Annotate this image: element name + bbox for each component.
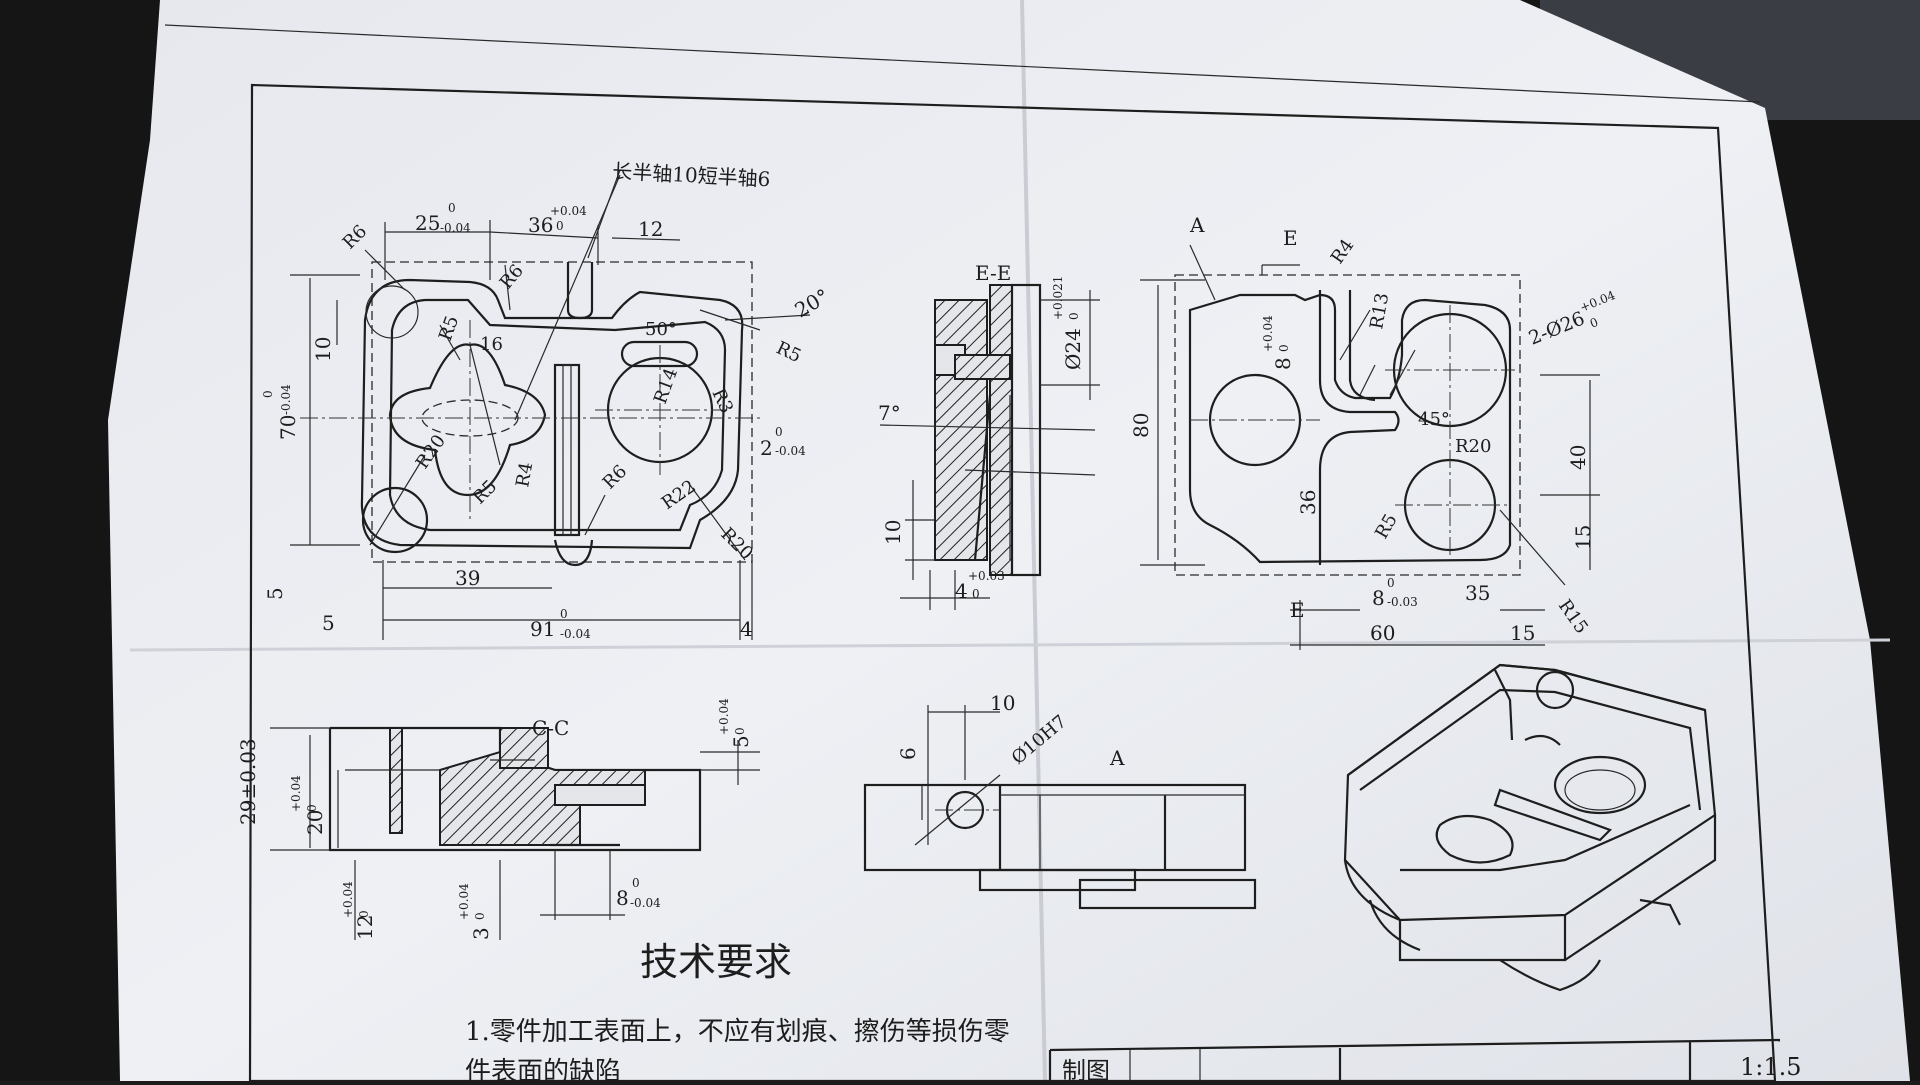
dim-ee-4-tol-low: 0 bbox=[972, 587, 980, 601]
dim-10-a: 10 bbox=[990, 691, 1015, 715]
dim-ee-10: 10 bbox=[881, 520, 905, 545]
dim-36-tol-low: 0 bbox=[556, 219, 564, 233]
dim-8-b-tol-low: 0 bbox=[1277, 344, 1291, 352]
bottom-label-e-bottom: E bbox=[1290, 598, 1305, 622]
dim-angle-50: 50° bbox=[645, 319, 677, 340]
section-ee-title: E-E bbox=[975, 261, 1011, 285]
bottom-label-e-top: E bbox=[1283, 226, 1298, 250]
dim-5-b: 5 bbox=[322, 611, 335, 635]
dim-ee-4: 4 bbox=[955, 579, 968, 603]
dim-6-a: 6 bbox=[896, 747, 920, 760]
dim-15-v: 15 bbox=[1571, 525, 1595, 550]
dim-60: 60 bbox=[1370, 621, 1395, 645]
dim-15-h: 15 bbox=[1510, 621, 1535, 645]
dim-2-tol-low: -0.04 bbox=[775, 444, 806, 458]
bottom-view bbox=[1140, 244, 1600, 650]
bottom-label-a: A bbox=[1189, 213, 1205, 237]
plan-view bbox=[290, 169, 811, 640]
dim-36-b: 36 bbox=[1296, 490, 1320, 515]
dim-70-tol-up: 0 bbox=[261, 390, 275, 398]
dim-12-c-tol-low: 0 bbox=[357, 910, 371, 918]
dim-4: 4 bbox=[740, 617, 753, 641]
dim-20: 20 bbox=[303, 810, 327, 835]
dim-40: 40 bbox=[1566, 445, 1590, 470]
dim-5-c: 5 bbox=[729, 735, 753, 748]
tech-req-item-1: 1.零件加工表面上，不应有划痕、擦伤等损伤零 bbox=[465, 1017, 1010, 1047]
dim-35: 35 bbox=[1465, 581, 1490, 605]
dim-8-b-tol-up: +0.04 bbox=[1261, 315, 1275, 352]
dim-20-tol-up: +0.04 bbox=[289, 775, 303, 812]
dim-36: 36 bbox=[528, 213, 553, 237]
fold-crease bbox=[1020, 0, 1047, 1082]
dim-29: 29±0.03 bbox=[236, 738, 260, 825]
dim-ee-4-tol-up: +0.03 bbox=[968, 569, 1005, 583]
dim-5-a: 5 bbox=[263, 587, 287, 600]
title-block-scale: 1:1.5 bbox=[1740, 1053, 1802, 1081]
dim-91-tol-low: -0.04 bbox=[560, 627, 591, 641]
dim-3-c-tol-low: 0 bbox=[473, 912, 487, 920]
dim-angle-7: 7° bbox=[878, 401, 901, 425]
dim-16: 16 bbox=[480, 334, 503, 355]
title-block-drawn-by: 制图 bbox=[1062, 1057, 1110, 1081]
dim-91-tol-up: 0 bbox=[560, 607, 568, 621]
tech-req-item-1-cont: 件表面的缺陷 bbox=[465, 1057, 621, 1081]
dim-2-tol-up: 0 bbox=[775, 425, 783, 439]
dim-5-c-tol-low: 0 bbox=[733, 727, 747, 735]
dim-10: 10 bbox=[311, 337, 335, 362]
dim-3-c: 3 bbox=[469, 927, 493, 940]
outer-border-top bbox=[164, 24, 1761, 103]
dim-25: 25 bbox=[415, 211, 440, 235]
dim-91: 91 bbox=[530, 617, 555, 641]
dim-8-d: 8 bbox=[616, 886, 629, 910]
dim-d24-tol-up: +0.021 bbox=[1051, 276, 1065, 320]
dim-12-c-tol-up: +0.04 bbox=[341, 881, 355, 918]
dim-r4: R4 bbox=[512, 461, 537, 489]
dim-2: 2 bbox=[760, 436, 773, 460]
dim-r20-c: R20 bbox=[1455, 436, 1491, 457]
dim-angle-45: 45° bbox=[1418, 409, 1450, 430]
view-a bbox=[863, 705, 1257, 910]
dim-25-tol-low: -0.04 bbox=[440, 221, 471, 235]
title-block bbox=[1048, 1038, 1781, 1081]
dim-5-c-tol-up: +0.04 bbox=[717, 698, 731, 735]
dim-d24-tol-low: 0 bbox=[1067, 312, 1081, 320]
dim-8-c: 8 bbox=[1372, 586, 1385, 610]
dim-25-tol-up: 0 bbox=[448, 201, 456, 215]
isometric-view bbox=[1343, 663, 1717, 992]
dim-8-c-tol-low: -0.03 bbox=[1387, 595, 1418, 609]
dim-d24: Ø24 bbox=[1061, 328, 1085, 370]
dim-3-c-tol-up: +0.04 bbox=[457, 883, 471, 920]
dim-80: 80 bbox=[1129, 413, 1153, 438]
dim-70: 70 bbox=[276, 415, 300, 440]
dim-12-c: 12 bbox=[353, 915, 377, 940]
section-ee-view bbox=[879, 283, 1100, 610]
dim-39: 39 bbox=[455, 566, 480, 590]
dim-20-tol-low: 0 bbox=[305, 804, 319, 812]
dim-8-d-tol-low: -0.04 bbox=[630, 896, 661, 910]
fold-crease bbox=[129, 638, 1891, 652]
section-cc-view bbox=[270, 726, 760, 940]
dim-70-tol-low: -0.04 bbox=[279, 384, 293, 415]
tech-req-title: 技术要求 bbox=[640, 940, 792, 984]
view-a-label: A bbox=[1109, 746, 1125, 770]
dim-8-c-tol-up: 0 bbox=[1387, 576, 1395, 590]
dim-36-tol-up: +0.04 bbox=[550, 204, 587, 218]
section-cc-title: C-C bbox=[532, 716, 569, 740]
dim-8-d-tol-up: 0 bbox=[632, 876, 640, 890]
dim-8-b: 8 bbox=[1271, 357, 1295, 370]
dim-12: 12 bbox=[638, 217, 663, 241]
